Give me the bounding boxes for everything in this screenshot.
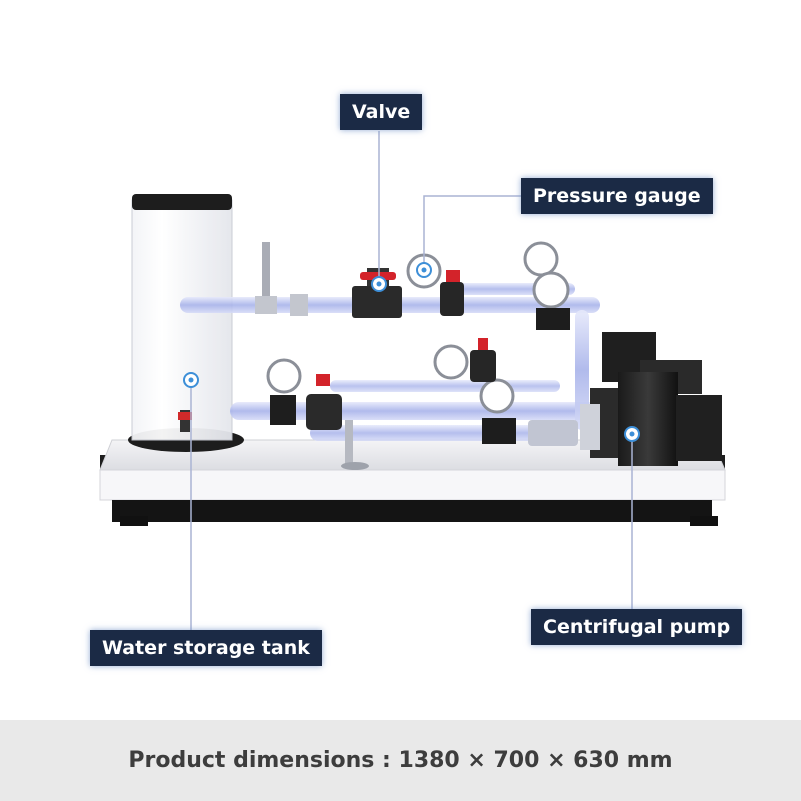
water-storage-tank [128,194,244,452]
water-storage-tank-callout: Water storage tank [90,630,322,666]
centrifugal-pump [580,332,722,466]
apparatus-illustration [99,131,726,630]
pressure-gauge-leader-line [423,195,523,270]
dimensions-footer: Product dimensions : 1380 × 700 × 630 mm [0,720,801,801]
product-photo [99,131,726,630]
pressure-gauge-callout: Pressure gauge [521,178,713,214]
base-plate [99,439,726,526]
centrifugal-pump-callout: Centrifugal pump [531,609,743,645]
valve-callout: Valve [340,94,423,130]
pipe-fittings [270,270,570,470]
valve-body [352,268,402,318]
pressure-gauges [266,241,570,414]
dimensions-text: Product dimensions : 1380 × 700 × 630 mm [128,748,673,773]
